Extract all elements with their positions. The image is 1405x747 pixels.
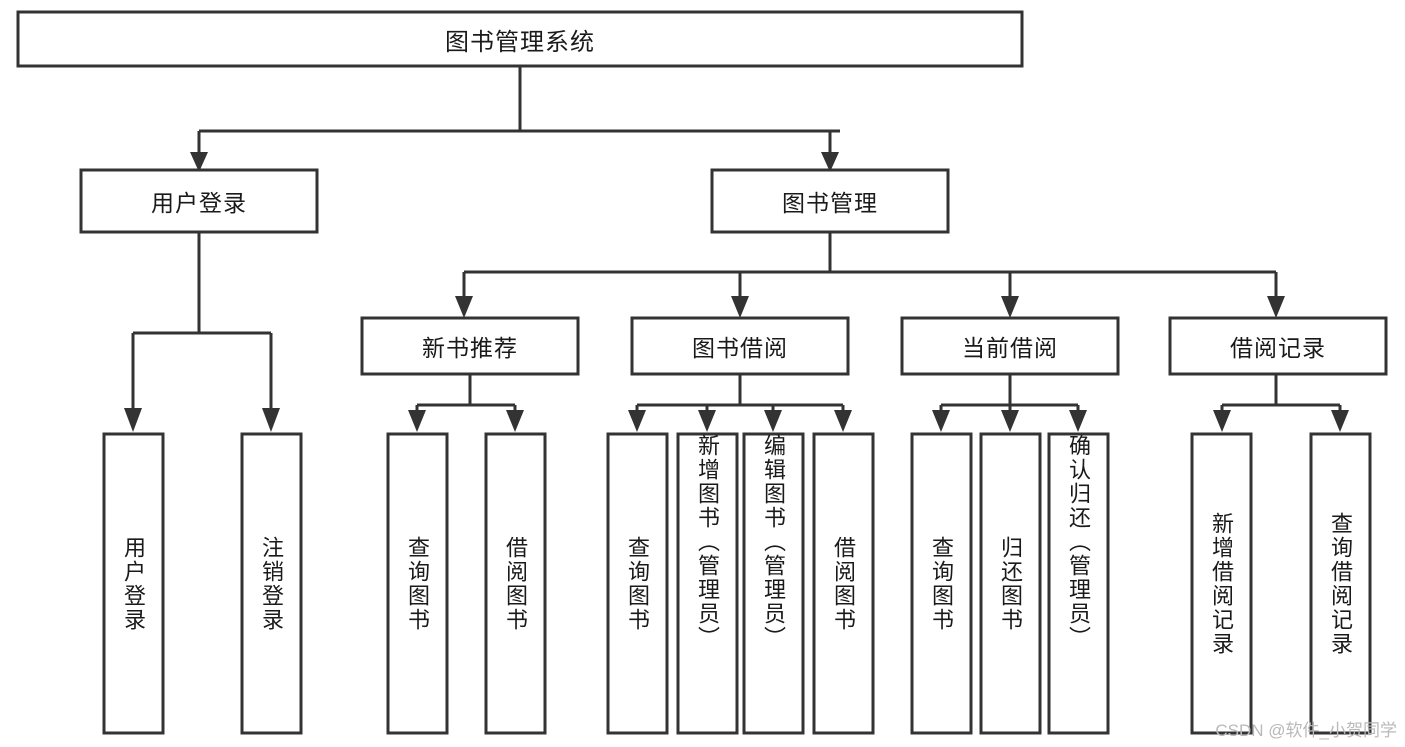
leaf-book-borrow-1[interactable] bbox=[676, 432, 739, 735]
node-book-borrow[interactable] bbox=[630, 316, 850, 376]
leaf-book-borrow-2[interactable] bbox=[742, 432, 805, 735]
connector-currentborrow-to-leaves bbox=[932, 374, 1087, 432]
leaf-borrow-record-0[interactable] bbox=[1190, 432, 1253, 735]
leaf-new-book-0[interactable] bbox=[386, 432, 449, 735]
leaf-book-borrow-3[interactable] bbox=[812, 432, 875, 735]
node-user-login[interactable] bbox=[79, 168, 319, 234]
connector-userlogin-to-leaves bbox=[124, 232, 280, 432]
leaf-user-login-0[interactable] bbox=[102, 432, 165, 735]
connector-borrowrecord-to-leaves bbox=[1213, 374, 1349, 432]
leaf-current-borrow-1[interactable] bbox=[979, 432, 1042, 735]
node-new-book-recommend[interactable] bbox=[360, 316, 580, 376]
leaf-current-borrow-0[interactable] bbox=[910, 432, 973, 735]
leaf-new-book-1[interactable] bbox=[484, 432, 547, 735]
csdn-watermark: CSDN @软件_小贺同学 bbox=[1215, 721, 1397, 740]
node-borrow-record[interactable] bbox=[1168, 316, 1388, 376]
leaf-user-login-1[interactable] bbox=[240, 432, 303, 735]
connector-bookborrow-to-leaves bbox=[628, 374, 852, 432]
leaf-book-borrow-0[interactable] bbox=[606, 432, 669, 735]
leaf-borrow-record-1[interactable] bbox=[1309, 432, 1372, 735]
node-current-borrow[interactable] bbox=[900, 316, 1120, 376]
connector-bookmgmt-to-level3 bbox=[455, 232, 1285, 318]
connector-newbook-to-leaves bbox=[408, 374, 524, 432]
node-book-management[interactable] bbox=[710, 168, 950, 234]
leaf-current-borrow-2[interactable] bbox=[1047, 432, 1110, 735]
connector-root-to-level2 bbox=[190, 66, 840, 172]
node-root[interactable] bbox=[16, 10, 1024, 68]
